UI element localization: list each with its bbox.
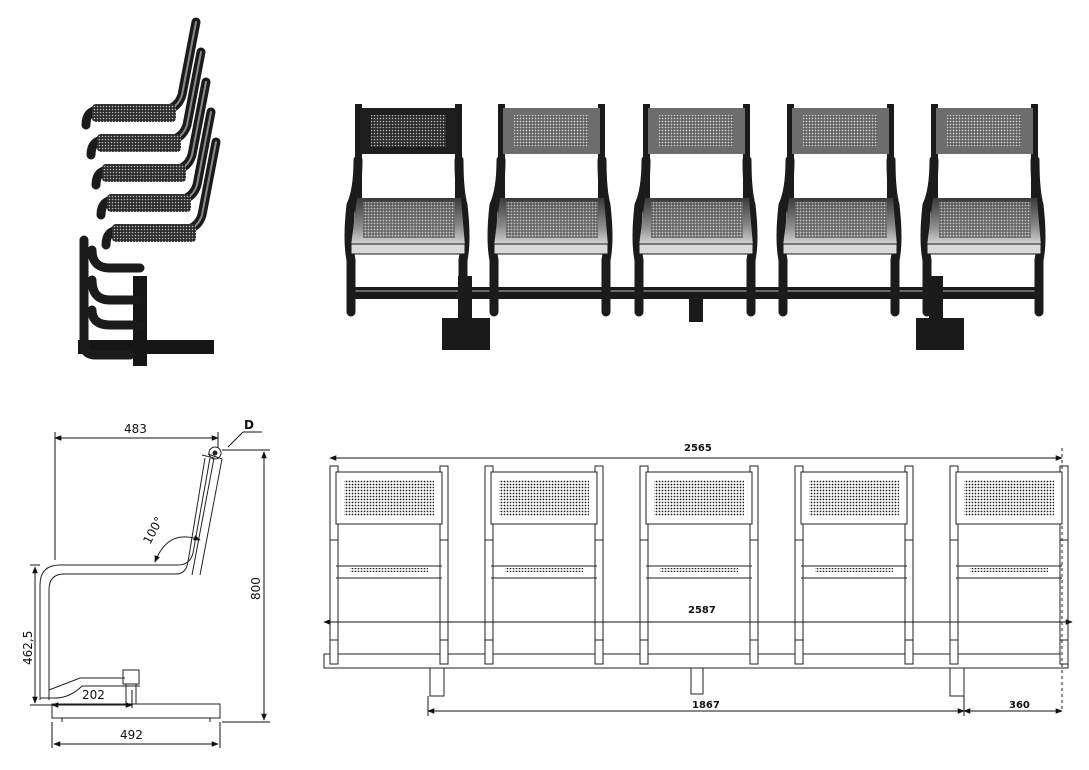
dim-overall-seat: 2587 [688, 605, 716, 616]
dim-overall-top: 2565 [684, 443, 712, 454]
stacked-chair-profile [91, 77, 211, 190]
detail-label: D [244, 418, 254, 432]
dim-angle: 100° [140, 514, 166, 546]
stack-seat-tube [87, 275, 145, 305]
front-seat [484, 465, 604, 665]
dim-seat-height: 462,5 [21, 631, 35, 665]
bench-seat [632, 104, 758, 317]
bench-seat [920, 104, 1046, 317]
front-seat [639, 465, 759, 665]
bench-seat [487, 104, 613, 317]
dim-height: 800 [249, 577, 263, 600]
dim-base-width: 492 [120, 728, 143, 742]
dim-top-width: 483 [124, 422, 147, 436]
stacked-chair-profile [86, 47, 206, 160]
dim-end-offset: 360 [1009, 700, 1030, 711]
stacked-chair-profile [96, 107, 216, 220]
stack-base-tube [79, 235, 135, 360]
bench-render [344, 104, 1046, 350]
stacked-chairs-render [78, 17, 221, 366]
front-seat [794, 465, 914, 665]
stack-seat-tube [87, 245, 145, 273]
side-profile-drawing: 483 D 100° 800 462,5 202 492 [21, 418, 270, 748]
dim-leg-spacing: 1867 [692, 700, 720, 711]
dim-offset: 202 [82, 688, 105, 702]
front-seat [949, 465, 1069, 665]
front-seat [329, 465, 449, 665]
stacked-chair-profile [81, 17, 201, 130]
bench-seat [776, 104, 902, 317]
bench-seat [344, 104, 470, 317]
front-elevation-drawing: 2565 2587 1867 360 [323, 443, 1073, 716]
stacked-chair-profile [101, 137, 221, 250]
stack-seat-tube [87, 305, 145, 330]
